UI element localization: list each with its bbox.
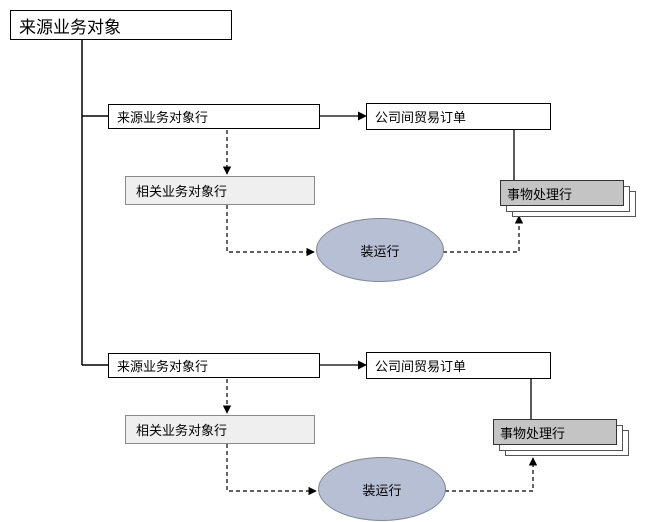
related-to-shipment-arrow-1 [226,205,315,257]
source-line-node-1: 来源业务对象行 [108,104,320,129]
shipment-label-1: 装运行 [360,244,400,260]
trade-order-node-2: 公司间贸易订单 [366,352,551,379]
root-label: 来源业务对象 [19,17,121,38]
source-line-label-2: 来源业务对象行 [117,360,209,375]
related-line-label-2: 相关业务对象行 [136,424,228,439]
transaction-node-1: 事物处理行 [500,180,624,206]
source-line-node-2: 来源业务对象行 [108,353,320,378]
transaction-stack-2: 事物处理行 [493,419,629,456]
shipment-node-2: 装运行 [318,457,446,521]
transaction-label-2: 事物处理行 [500,426,566,442]
related-line-node-2: 相关业务对象行 [125,415,315,444]
related-line-node-1: 相关业务对象行 [125,176,315,205]
transaction-stack-1: 事物处理行 [500,180,636,217]
shipment-node-1: 装运行 [316,218,444,282]
related-line-label-1: 相关业务对象行 [136,185,228,200]
shipment-label-2: 装运行 [362,483,402,499]
source-line-label-1: 来源业务对象行 [117,111,209,126]
trade-order-label-1: 公司间贸易订单 [375,111,467,126]
root-node: 来源业务对象 [10,10,232,40]
trade-order-label-2: 公司间贸易订单 [375,360,467,375]
related-to-shipment-arrow-2 [226,444,317,496]
shipment-to-transaction-arrow-1 [443,215,524,253]
transaction-label-1: 事物处理行 [507,187,573,203]
trade-order-node-1: 公司间贸易订单 [366,103,551,130]
shipment-to-transaction-arrow-2 [445,457,538,492]
transaction-node-2: 事物处理行 [493,419,617,445]
